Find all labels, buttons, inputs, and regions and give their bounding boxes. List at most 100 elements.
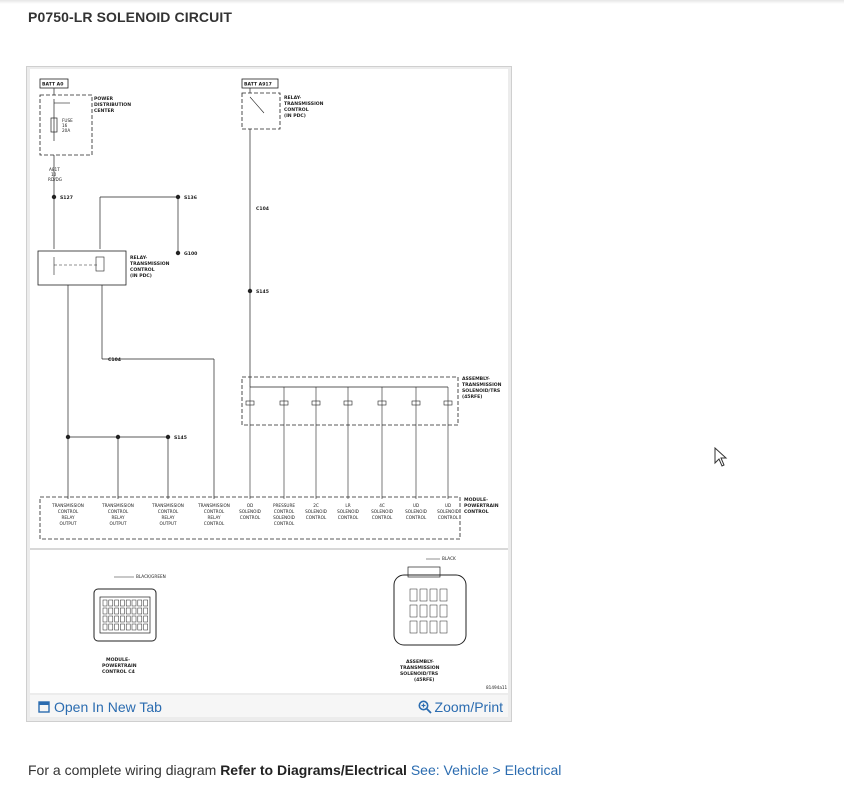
module-output-label: CONTROL [338, 515, 359, 520]
batt-a0-label: BATT A0 [42, 82, 63, 88]
wire-a81t-color: RD/DG [48, 177, 62, 182]
connector-pin [137, 615, 143, 623]
module-output-label: 4C [379, 503, 385, 508]
module-output-label: SOLENOID [273, 515, 295, 520]
module-output-label: RELAY [111, 515, 125, 520]
connector-pin [131, 607, 137, 615]
wiring-diagram[interactable]: BATT A0 POWER DISTRIBUTION CENTER FUSE 1… [30, 69, 508, 693]
connector-left-label-1: MODULE- [106, 657, 130, 663]
connector-pin [108, 599, 114, 607]
relay-mid-label-2: TRANSMISSION [130, 261, 170, 267]
connector-pin [137, 599, 143, 607]
batt-a917-label: BATT A917 [244, 82, 272, 88]
connector-pin [114, 599, 119, 607]
connector-pin [102, 599, 108, 607]
zoom-icon [418, 700, 432, 717]
connector-pin [114, 607, 119, 615]
ground-g100: G100 [184, 251, 197, 257]
open-in-new-tab-link[interactable]: Open In New Tab [38, 699, 162, 716]
module-output-label: TRANSMISSION [51, 503, 84, 508]
wiring-note-bold: Refer to Diagrams/Electrical [220, 762, 407, 778]
connector-pin [429, 588, 438, 602]
connector-pin [125, 615, 131, 623]
splice-s145-left: S145 [174, 435, 187, 441]
relay-mid-label-3: CONTROL [130, 267, 155, 273]
module-output-label: CONTROL [438, 515, 459, 520]
module-output-label: SOLENOID [371, 509, 393, 514]
module-output-label: RELAY [61, 515, 75, 520]
connector-c104-left: C104 [108, 357, 121, 363]
wire-a81t: A81T [49, 167, 60, 172]
connector-pin [125, 623, 131, 631]
pdc-label-3: CENTER [94, 108, 115, 114]
diagram-footer [30, 695, 508, 717]
mouse-cursor-icon [714, 446, 728, 472]
module-output-label: SOLENOID [437, 509, 459, 514]
connector-pin [409, 620, 418, 634]
connector-pin [409, 604, 418, 618]
connector-pin [131, 599, 137, 607]
module-output-label: CONTROL [204, 521, 225, 526]
connector-right-label-1: ASSEMBLY- [406, 659, 434, 665]
module-output-label: SOLENOID [405, 509, 427, 514]
module-output-label: CONTROL [306, 515, 327, 520]
connector-pin [102, 607, 108, 615]
top-shadow [0, 0, 844, 4]
relay-top-label-2: TRANSMISSION [284, 101, 324, 107]
connector-pin [102, 623, 108, 631]
connector-left-color: BLACK/GREEN [136, 574, 166, 579]
module-output-label: CONTROL [274, 509, 295, 514]
module-output-label: TRANSMISSION [197, 503, 230, 508]
relay-top-label-1: RELAY- [284, 95, 301, 101]
module-output-label: SOLENOID [305, 509, 327, 514]
open-tab-icon [38, 700, 50, 716]
connector-pin [120, 615, 125, 623]
module-label-2: POWERTRAIN [464, 503, 499, 509]
module-output-label: CONTROL [274, 521, 295, 526]
fuse-number: 16 [62, 123, 68, 128]
module-outputs: TRANSMISSIONCONTROLRELAYOUTPUTTRANSMISSI… [51, 503, 459, 526]
connector-pin [120, 623, 125, 631]
connector-left-label-2: POWERTRAIN [102, 663, 137, 669]
pdc-label-2: DISTRIBUTION [94, 102, 131, 108]
connector-pin [439, 588, 448, 602]
module-output-label: CONTROL [372, 515, 393, 520]
module-output-label: PRESSURE [273, 503, 295, 508]
splice-s136: S136 [184, 195, 197, 201]
page-title: P0750-LR SOLENOID CIRCUIT [28, 9, 232, 25]
wire-a81t-gauge: 10 [51, 172, 57, 177]
relay-mid-label-1: RELAY- [130, 255, 147, 261]
vehicle-electrical-link[interactable]: See: Vehicle > Electrical [410, 762, 562, 778]
connector-right-label-2: TRANSMISSION [400, 665, 440, 671]
module-output-label: TRANSMISSION [101, 503, 134, 508]
relay-mid-label-4: (IN PDC) [130, 273, 152, 279]
connector-pin [409, 588, 418, 602]
splice-s145-right: S145 [256, 289, 269, 295]
fuse-label: FUSE [62, 118, 73, 123]
connector-pin [108, 607, 114, 615]
module-label-1: MODULE- [464, 497, 488, 503]
connector-pin [131, 623, 137, 631]
assembly-label-4: (45RFE) [462, 394, 482, 400]
connector-right-label-4: (45RFE) [414, 677, 434, 683]
module-output-label: UD [413, 503, 419, 508]
module-output-label: CONTROL [406, 515, 427, 520]
relay-top-label-3: CONTROL [284, 107, 309, 113]
module-output-label: TRANSMISSION [151, 503, 184, 508]
connector-pin [419, 604, 428, 618]
module-output-label: OUTPUT [109, 521, 127, 526]
module-output-label: CONTROL [204, 509, 225, 514]
connector-right-label-3: SOLENOID/TRS [400, 671, 438, 677]
wiring-note-prefix: For a complete wiring diagram [28, 762, 221, 778]
connector-pin [429, 620, 438, 634]
module-output-label: 2C [313, 503, 319, 508]
module-output-label: RELAY [207, 515, 221, 520]
module-output-label: CONTROL [108, 509, 129, 514]
zoom-print-link[interactable]: Zoom/Print [418, 699, 503, 717]
connector-left-label-3: CONTROL C4 [102, 669, 135, 675]
connector-pin [143, 623, 148, 631]
connector-pin [419, 620, 428, 634]
module-output-label: SOLENOID [239, 509, 261, 514]
relay-top-label-4: (IN PDC) [284, 113, 306, 119]
module-output-label: OD [247, 503, 254, 508]
